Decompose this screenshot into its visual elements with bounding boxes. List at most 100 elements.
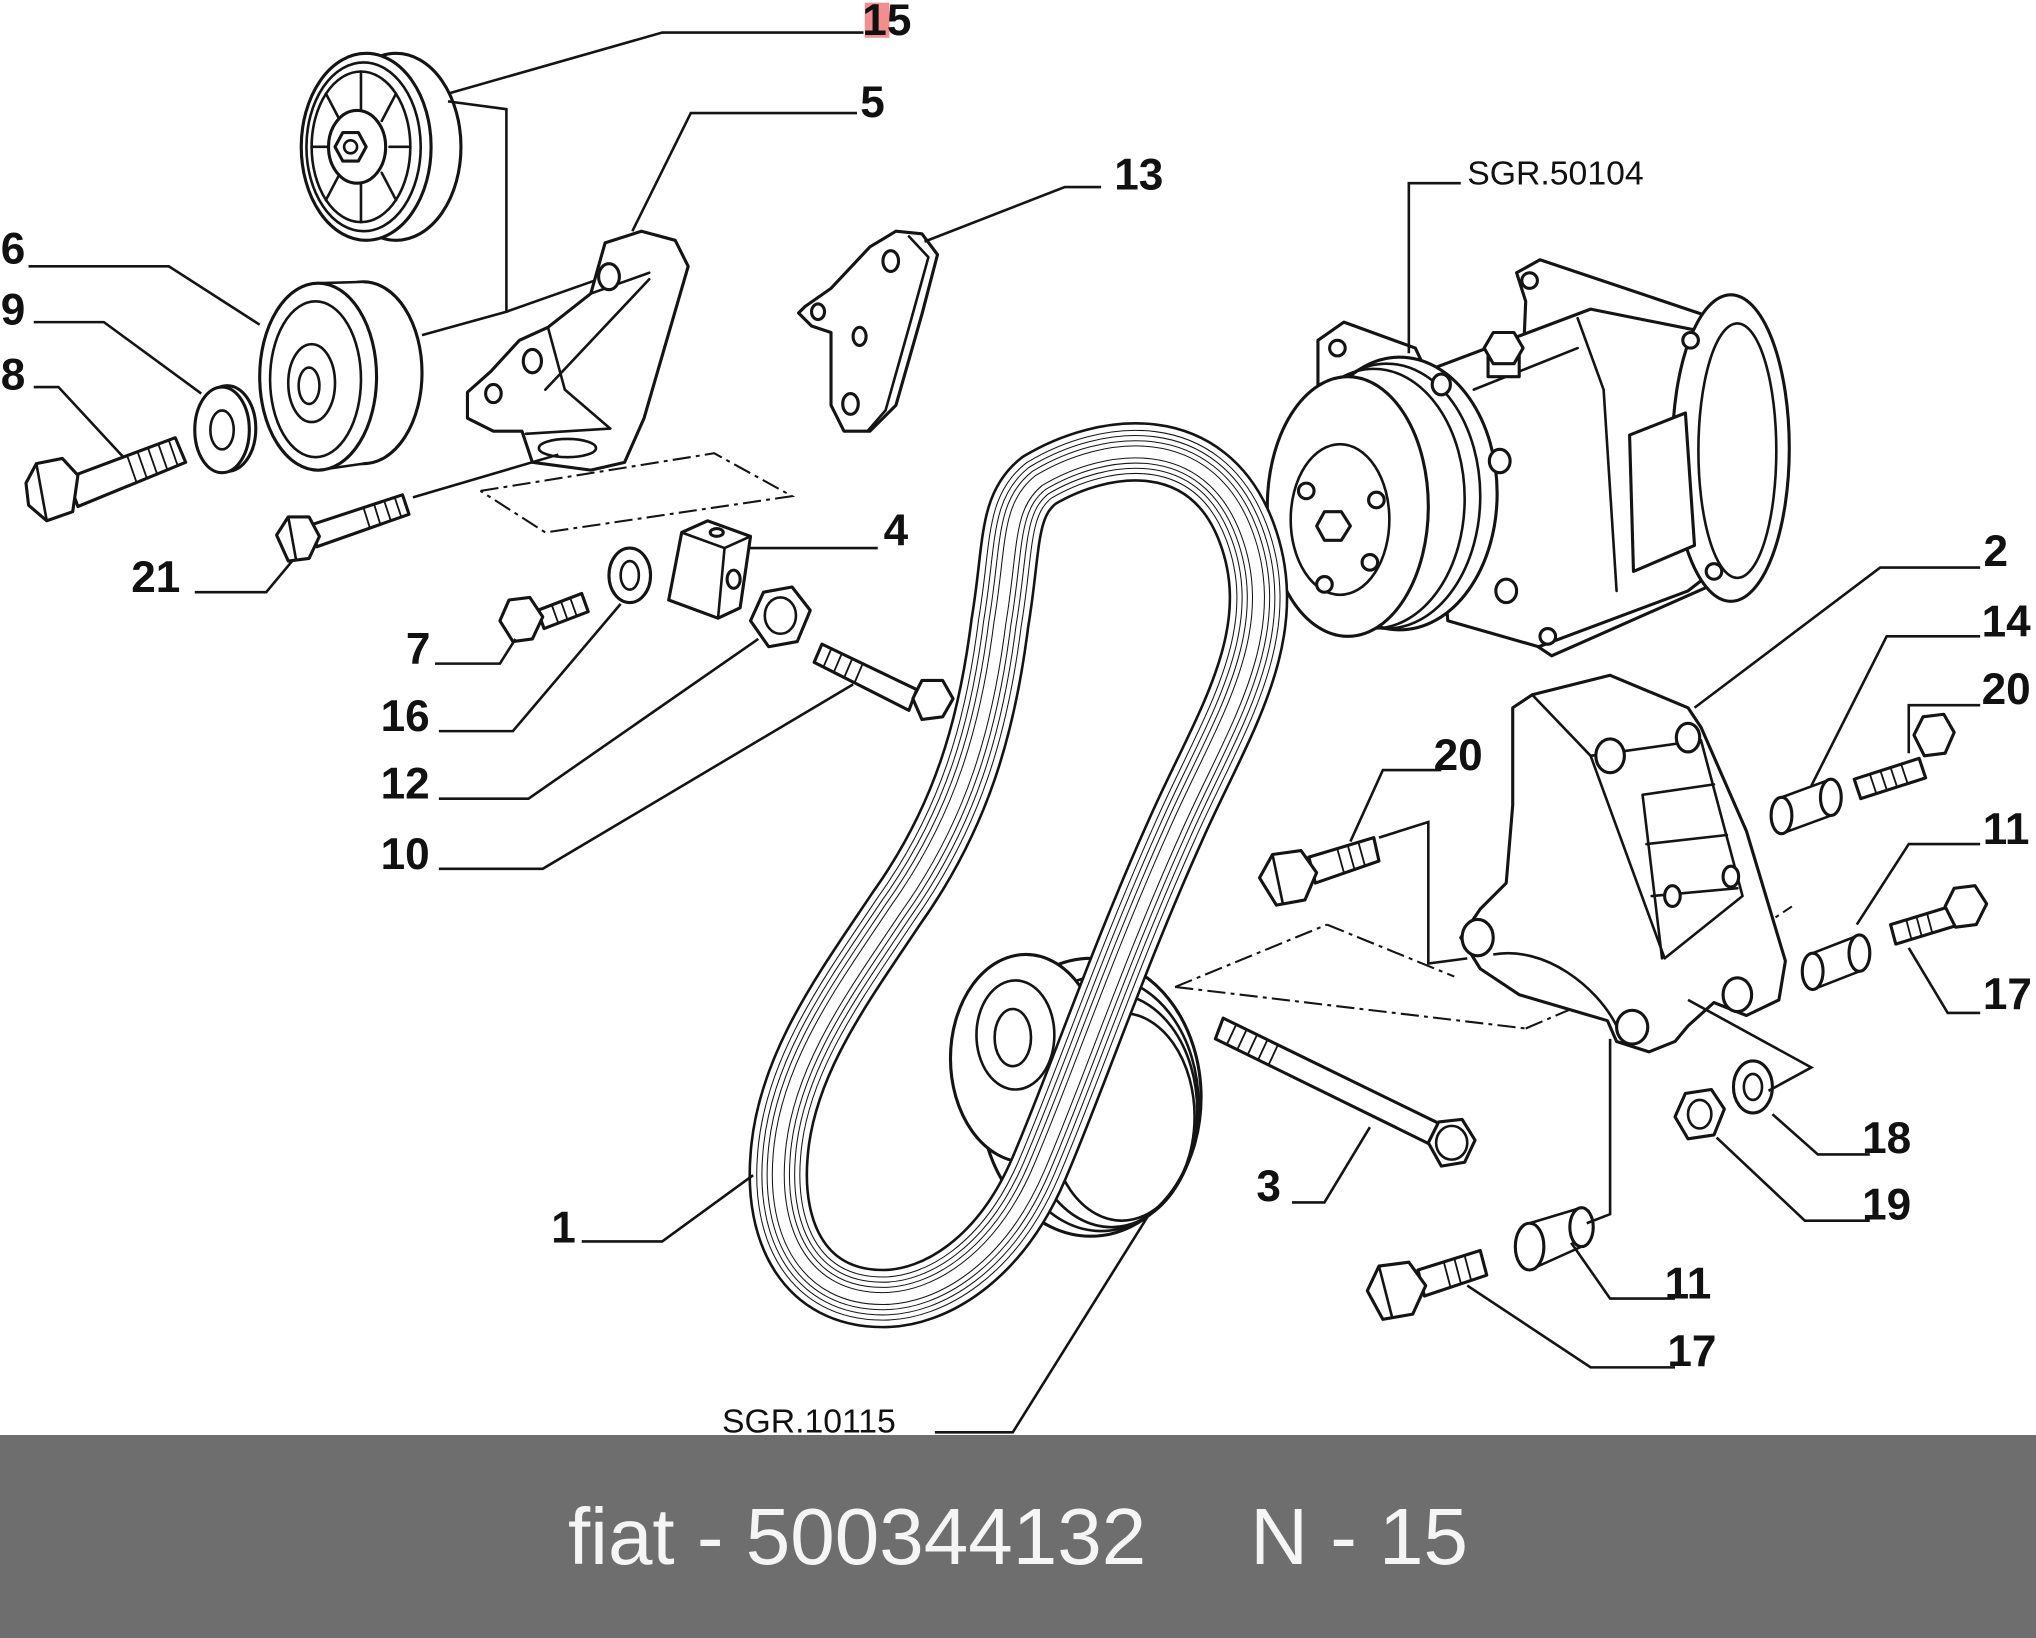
bushing-end xyxy=(1818,777,1843,818)
head-edge xyxy=(1271,853,1285,906)
leader-17-bottom xyxy=(1466,1284,1676,1369)
bolt-17-bottom xyxy=(1365,1248,1489,1321)
leader-sgr-50104 xyxy=(1407,181,1461,354)
leader-15-branch xyxy=(505,279,596,313)
bolt-20-right xyxy=(1852,712,1956,801)
bracket-hole-small xyxy=(1663,884,1682,908)
leader-5 xyxy=(631,111,857,232)
callout-13: 13 xyxy=(1114,151,1163,200)
nut-19 xyxy=(1673,1087,1726,1141)
hex-bolt-head xyxy=(1943,884,1989,929)
hex-bolt-head xyxy=(1912,712,1956,758)
bushing-14 xyxy=(1769,777,1843,836)
plate-13 xyxy=(797,229,940,433)
connector-bushing-11-bottom xyxy=(1586,1038,1612,1225)
callout-20-left: 20 xyxy=(1434,731,1483,780)
connector-bracket-curve xyxy=(1493,951,1618,1027)
leader-21 xyxy=(194,560,294,594)
washer-face xyxy=(1731,1059,1774,1115)
bushing-end xyxy=(1568,1206,1595,1249)
hub-hole xyxy=(1296,481,1316,501)
poly-v-belt-1 xyxy=(778,452,1258,1299)
bracket-rib-frame xyxy=(1589,738,1744,960)
washer-hole xyxy=(1742,1072,1764,1102)
pulley-hub xyxy=(286,342,337,424)
callout-2: 2 xyxy=(1983,527,2008,576)
dashdot-bracket-2-a xyxy=(1174,923,1328,988)
bolt-threads xyxy=(822,648,864,684)
pulley-spokes xyxy=(310,70,412,224)
bracket-slot xyxy=(537,437,598,459)
nut-bore xyxy=(763,596,798,636)
leader-19 xyxy=(1715,1136,1870,1222)
callout-15: 15 xyxy=(862,0,911,45)
callout-9: 9 xyxy=(1,286,26,335)
dashdot-bracket-2-b xyxy=(1326,923,1455,978)
bracket-hole xyxy=(1460,917,1495,958)
bushing-face xyxy=(1769,795,1794,836)
bolt-20-left xyxy=(1257,836,1381,907)
bushing-bottom xyxy=(1780,814,1833,836)
tensioner-bracket-5 xyxy=(465,229,690,472)
pulley-hub xyxy=(975,979,1056,1091)
hub-hole xyxy=(1360,552,1380,572)
leader-12 xyxy=(438,637,760,800)
bushing-top xyxy=(1780,777,1833,799)
callout-7: 7 xyxy=(406,625,431,674)
flange-hole xyxy=(1328,338,1347,358)
bolt-threads xyxy=(550,597,578,624)
pulley-bore xyxy=(993,1007,1033,1068)
bolt-21 xyxy=(275,493,411,563)
plate-outline xyxy=(797,229,940,433)
caption-bar: fiat - 500344132 N - 15 xyxy=(0,1435,2036,1638)
block-outline xyxy=(667,519,753,620)
hex-bolt-head xyxy=(911,678,955,722)
washer-18 xyxy=(1731,1059,1774,1115)
washer-hole xyxy=(619,559,641,591)
bracket-hole xyxy=(1615,1008,1650,1046)
compressor-body-lines xyxy=(1472,316,1618,593)
bolt-shaft xyxy=(1307,836,1381,885)
callout-6: 6 xyxy=(1,225,26,274)
body-bolt xyxy=(1430,372,1452,397)
bolt-flange xyxy=(1434,1124,1469,1161)
bracket-hole xyxy=(1721,976,1754,1014)
leader-9 xyxy=(33,320,203,395)
leader-10 xyxy=(438,683,854,871)
nut-12 xyxy=(748,585,812,649)
compressor-rear-ring xyxy=(1697,322,1778,580)
callout-16: 16 xyxy=(381,692,430,741)
connector-washer-18 xyxy=(1687,998,1815,1092)
plate-edge xyxy=(866,235,930,433)
top-fitting-nut xyxy=(1482,330,1525,366)
compressor-window xyxy=(1628,411,1697,573)
leader-15 xyxy=(447,31,864,95)
bushing-11-right xyxy=(1800,933,1872,992)
part-number-caption: fiat - 500344132 xyxy=(567,1491,1147,1581)
callout-12: 12 xyxy=(381,760,430,809)
reference-sgr-50104: SGR.50104 xyxy=(1467,154,1643,192)
nut-outline xyxy=(748,585,812,649)
block-hole xyxy=(725,568,742,590)
bolt-3 xyxy=(1213,1016,1477,1168)
dashdot-bracket-2-c xyxy=(1174,985,1526,1030)
bolt-threads xyxy=(1336,841,1366,873)
callout-17-right: 17 xyxy=(1983,970,2032,1019)
bolt-threads xyxy=(1226,1024,1279,1066)
leader-18 xyxy=(1771,1113,1870,1156)
bracket-hole-small xyxy=(1721,864,1741,889)
dashdot-bracket-5 xyxy=(479,452,796,534)
washer-hole xyxy=(209,409,236,451)
bracket-hole xyxy=(1594,737,1626,775)
bolt-shaft xyxy=(1416,1248,1489,1298)
compressor-bracket-2 xyxy=(1459,673,1787,1054)
callout-5: 5 xyxy=(860,78,885,127)
exploded-parts-diagram: 15 5 13 SGR.50104 6 9 8 21 4 7 16 12 10 … xyxy=(1,0,2032,1435)
leader-3 xyxy=(1291,1126,1371,1204)
callout-10: 10 xyxy=(381,830,430,879)
leader-14 xyxy=(1810,635,1981,787)
sheet-reference-caption: N - 15 xyxy=(1250,1491,1469,1581)
bushing-face xyxy=(1513,1221,1546,1272)
bolt-center xyxy=(342,139,359,155)
bolt-shaft xyxy=(1852,756,1928,801)
